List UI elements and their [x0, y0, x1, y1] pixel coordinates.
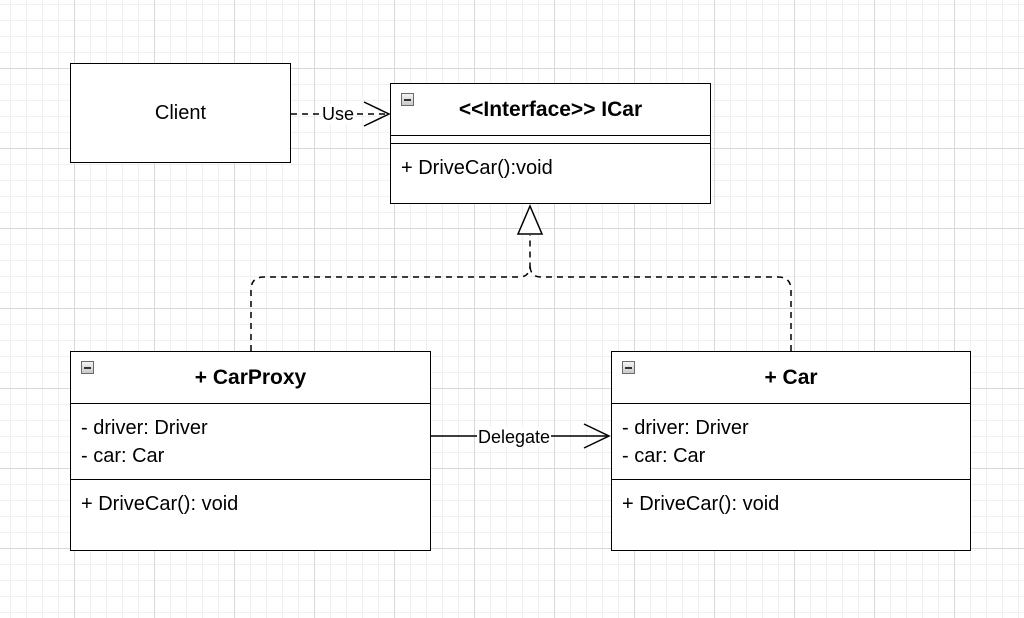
client-node[interactable]: Client: [70, 63, 291, 163]
proxy-realization-line[interactable]: [250, 235, 531, 351]
carproxy-title: + CarProxy: [194, 365, 307, 389]
car-attribute: - car: Car: [622, 445, 706, 467]
carproxy-class[interactable]: + CarProxy - driver: Driver - car: Car +…: [70, 351, 431, 551]
car-realization-line[interactable]: [529, 264, 792, 351]
carproxy-attributes-section: - driver: Driver - car: Car: [71, 404, 430, 480]
icar-interface-class[interactable]: <<Interface>> ICar + DriveCar():void: [390, 83, 711, 204]
carproxy-attribute: - driver: Driver: [81, 417, 208, 439]
car-attributes-section: - driver: Driver - car: Car: [612, 404, 970, 480]
collapse-icon[interactable]: [81, 361, 94, 374]
use-arrowhead: [363, 101, 391, 127]
client-label: Client: [154, 101, 207, 124]
collapse-icon[interactable]: [401, 93, 414, 106]
icar-title: <<Interface>> ICar: [458, 97, 643, 121]
delegate-arrowhead: [583, 423, 611, 449]
carproxy-header: + CarProxy: [71, 352, 430, 404]
use-edge-label: Use: [321, 104, 356, 124]
icar-method: + DriveCar():void: [401, 157, 553, 179]
carproxy-method: + DriveCar(): void: [81, 493, 239, 515]
car-title: + Car: [764, 365, 818, 389]
collapse-icon[interactable]: [622, 361, 635, 374]
carproxy-attribute: - car: Car: [81, 445, 165, 467]
car-attribute: - driver: Driver: [622, 417, 749, 439]
delegate-edge-label: Delegate: [477, 427, 552, 447]
carproxy-methods-section: + DriveCar(): void: [71, 480, 430, 518]
icar-methods-section: + DriveCar():void: [391, 144, 710, 182]
car-class[interactable]: + Car - driver: Driver - car: Car + Driv…: [611, 351, 971, 551]
realization-triangle-icon: [516, 204, 544, 235]
car-method: + DriveCar(): void: [622, 493, 780, 515]
car-header: + Car: [612, 352, 970, 404]
icar-attributes-section: [391, 136, 710, 144]
car-methods-section: + DriveCar(): void: [612, 480, 970, 518]
icar-header: <<Interface>> ICar: [391, 84, 710, 136]
